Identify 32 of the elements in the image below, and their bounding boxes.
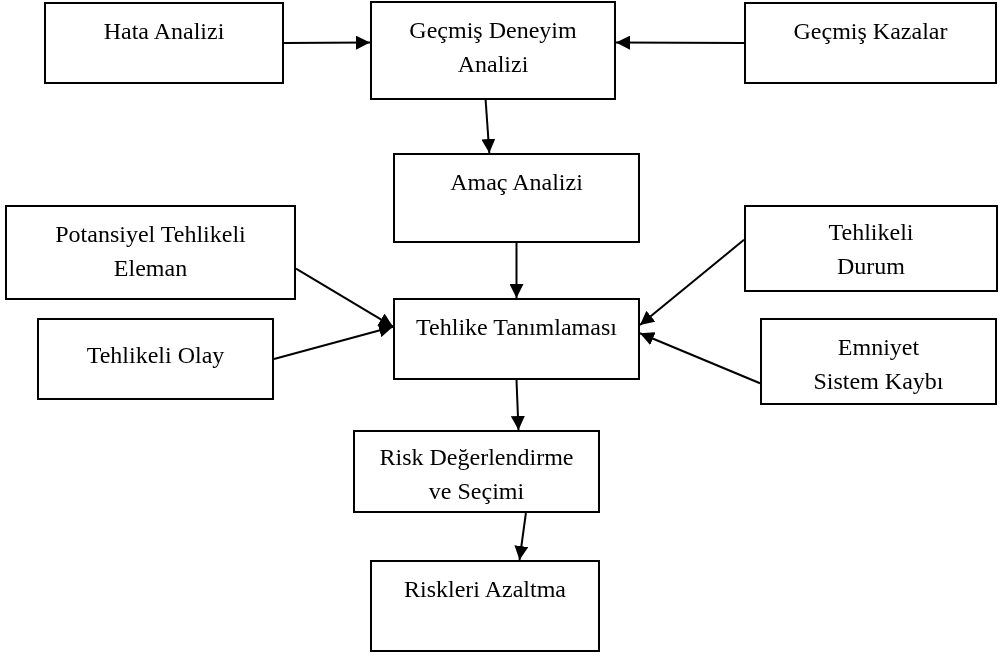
box-label: Tehlike Tanımlaması xyxy=(416,313,617,342)
process-box xyxy=(44,2,284,84)
process-box xyxy=(393,153,640,243)
box-label: Tehlikeli Durum xyxy=(827,218,915,281)
box-label: Emniyet Sistem Kaybı xyxy=(812,333,945,396)
arrow xyxy=(514,512,529,561)
box-label: Tehlikeli Olay xyxy=(86,341,225,370)
arrow xyxy=(510,379,525,431)
process-box xyxy=(5,205,296,300)
arrow xyxy=(639,332,761,385)
box-label: Potansiyel Tehlikeli Eleman xyxy=(54,220,247,283)
arrow xyxy=(295,267,394,328)
box-label: Riskleri Azaltma xyxy=(404,575,566,604)
arrow xyxy=(509,242,524,299)
process-box xyxy=(37,318,274,400)
process-box xyxy=(744,2,997,84)
box-label: Hata Analizi xyxy=(103,17,225,46)
process-box xyxy=(370,1,616,100)
box-label: Amaç Analizi xyxy=(450,168,583,197)
box-label: Geçmiş Deneyim Analizi xyxy=(408,16,578,79)
box-label: Risk Değerlendirme ve Seçimi xyxy=(378,443,575,506)
process-box xyxy=(353,430,600,513)
process-box xyxy=(760,318,997,405)
arrow xyxy=(283,35,371,50)
process-box xyxy=(370,560,600,652)
process-box xyxy=(393,298,640,380)
arrow xyxy=(481,99,496,154)
box-label: Geçmiş Kazalar xyxy=(793,17,948,46)
arrow xyxy=(615,35,745,50)
arrow xyxy=(639,238,745,327)
arrow xyxy=(273,323,394,360)
process-box xyxy=(744,205,998,292)
